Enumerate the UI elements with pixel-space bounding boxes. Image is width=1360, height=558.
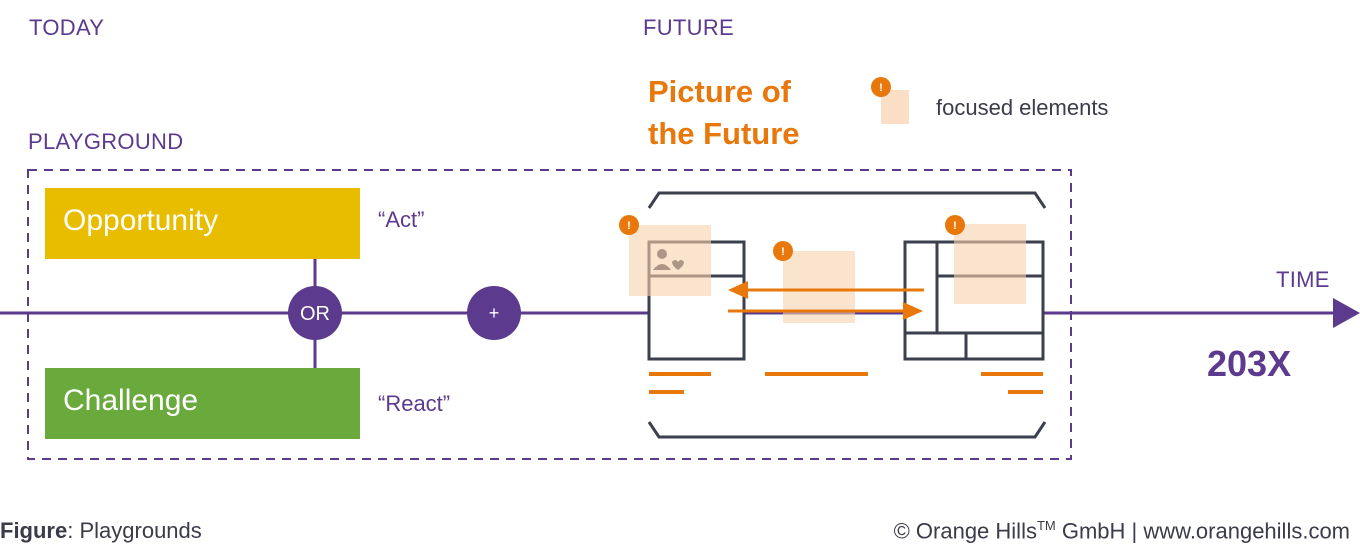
timeline-arrowhead [1333,298,1360,328]
figure-caption-sep: : [67,518,80,543]
focus-highlight-left [629,225,711,296]
challenge-label: Challenge [63,384,199,417]
legend-badge [871,77,891,97]
or-node-label: OR [300,303,330,325]
challenge-box [45,368,360,439]
picture-title-line2: the Future [648,116,800,151]
picture-title-line1: Picture of [648,74,791,109]
badge-left [619,215,639,235]
act-quote: “Act” [378,207,425,232]
copyright-notice: © Orange HillsTM GmbH | www.orangehills.… [894,518,1350,544]
playground-label: PLAYGROUND [28,129,184,154]
or-node [288,286,342,340]
focus-highlight-right [954,224,1026,304]
time-label: TIME [1276,267,1330,292]
arrow-left-head [728,281,748,299]
badge-left-mark: ! [627,220,631,232]
badge-center [773,241,793,261]
react-quote: “React” [378,391,451,416]
badge-right [945,215,965,235]
opportunity-box [45,188,360,259]
opportunity-label: Opportunity [63,204,219,237]
copyright-text: © Orange Hills [893,518,1037,544]
bottom-bracket [647,421,1047,439]
figure-caption: Figure: Playgrounds [0,518,202,544]
arrow-right-head [903,302,923,320]
figure-caption-label: Figure [0,518,68,543]
plus-node-label: + [489,303,500,323]
year-label: 203X [1207,343,1292,384]
today-label: TODAY [29,15,105,40]
company-website: GmbH | www.orangehills.com [1055,518,1350,544]
badge-right-mark: ! [953,220,957,232]
picture-title: Picture of the Future [648,71,800,155]
trademark-mark: TM [1036,518,1056,533]
top-bracket [647,191,1047,209]
legend-label: focused elements [936,95,1109,120]
legend-badge-mark: ! [879,82,883,94]
plus-node [467,286,521,340]
badge-center-mark: ! [781,246,785,258]
figure-caption-text: Playgrounds [79,518,202,543]
future-label: FUTURE [643,15,735,40]
